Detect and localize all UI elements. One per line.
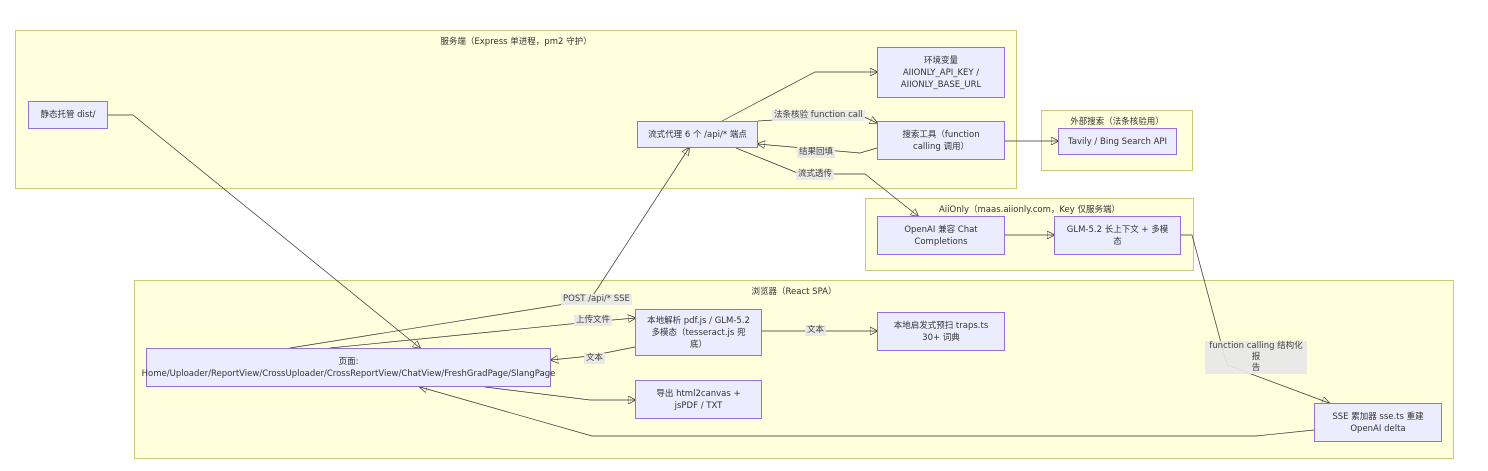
traps-prescan-node: 本地启发式预扫 traps.ts 30+ 词典 <box>877 312 1005 351</box>
edge-label-law-check: 法条核验 function call <box>772 110 865 121</box>
edge-label-upload: 上传文件 <box>574 315 613 326</box>
aiionly-cluster-title: AiiOnly（maas.aiionly.com，Key 仅服务端） <box>938 205 1120 215</box>
pages-node: 页面: Home/Uploader/ReportView/CrossUpload… <box>142 348 555 387</box>
edge-proxy-to-env <box>721 72 877 122</box>
edge-label-text-back: 文本 <box>584 353 606 364</box>
server-cluster: 服务端（Express 单进程，pm2 守护） <box>15 30 1017 189</box>
export-node: 导出 html2canvas + jsPDF / TXT <box>635 380 762 419</box>
edge-pages-to-proxy <box>289 148 689 349</box>
server-cluster-title: 服务端（Express 单进程，pm2 守护） <box>440 37 592 47</box>
edge-glm-to-sse <box>1181 234 1329 403</box>
static-hosting-node: 静态托管 dist/ <box>28 101 108 129</box>
external-search-cluster-title: 外部搜索（法条核验用） <box>1070 117 1164 127</box>
openai-compat-node: OpenAI 兼容 Chat Completions <box>877 216 1005 255</box>
edge-label-post-api: POST /api/* SSE <box>561 294 632 305</box>
edge-pages-to-export <box>484 386 635 400</box>
edge-label-text-out: 文本 <box>805 325 827 336</box>
stream-proxy-node: 流式代理 6 个 /api/* 端点 <box>637 121 758 148</box>
browser-cluster-title: 浏览器（React SPA） <box>751 287 837 297</box>
edge-search-to-proxy <box>758 144 878 154</box>
edge-label-function-calling-report: function calling 结构化报 告 <box>1205 341 1307 374</box>
edge-label-result-back: 结果回填 <box>797 147 836 158</box>
edge-static-to-pages <box>108 114 420 348</box>
env-vars-node: 环境变量 AIIONLY_API_KEY / AIIONLY_BASE_URL <box>877 47 1005 98</box>
edge-label-stream-relay: 流式透传 <box>796 169 835 180</box>
glm-model-node: GLM-5.2 长上下文 + 多模 态 <box>1054 216 1181 255</box>
local-parse-node: 本地解析 pdf.js / GLM-5.2 多模态（tesseract.js 兜… <box>635 309 762 356</box>
edge-sse-to-pages <box>420 387 1315 437</box>
sse-accumulator-node: SSE 累加器 sse.ts 重建 OpenAI delta <box>1314 403 1442 442</box>
tavily-bing-node: Tavily / Bing Search API <box>1058 128 1177 155</box>
search-tool-node: 搜索工具（function calling 调用） <box>877 121 1005 160</box>
